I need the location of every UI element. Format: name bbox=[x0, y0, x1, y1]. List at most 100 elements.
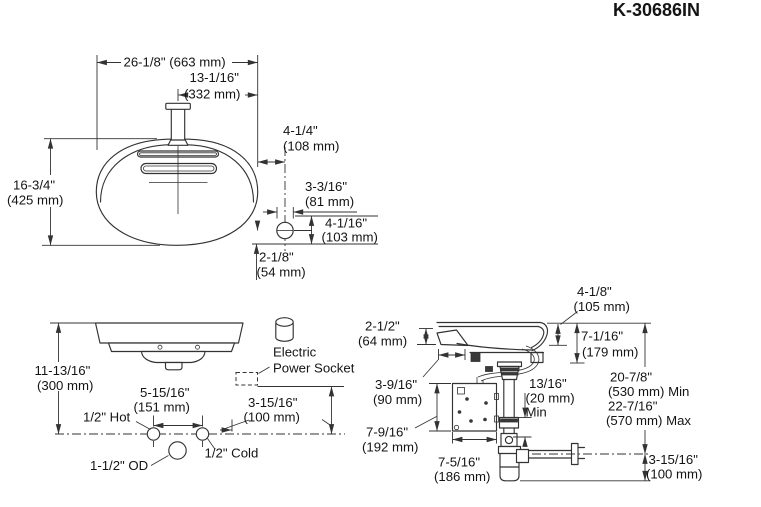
dim-label-boxh-mm: (192 mm) bbox=[362, 440, 418, 455]
faucet-stem bbox=[170, 108, 186, 141]
mount-tab bbox=[164, 361, 183, 371]
supply-hose-2 bbox=[480, 345, 540, 382]
overflow-slot bbox=[140, 162, 218, 175]
bracket-right bbox=[530, 351, 544, 364]
trap-collar bbox=[500, 432, 518, 448]
leader-od bbox=[150, 455, 169, 466]
label-electric-1: Electric bbox=[273, 345, 317, 360]
leader-offset bbox=[422, 359, 439, 378]
dim-label-engage-mm: (20 mm) bbox=[526, 391, 575, 406]
basin-outline bbox=[95, 138, 259, 246]
dim-label-rim-in: 4-1/8" bbox=[577, 284, 612, 299]
leader-socket-dim-right bbox=[321, 419, 332, 427]
leader-box-height bbox=[414, 416, 437, 429]
basin-underside bbox=[456, 342, 533, 351]
label-hot: 1/2" Hot bbox=[83, 410, 131, 425]
label-electric-2: Power Socket bbox=[273, 361, 355, 376]
dim-label-edge-mm: (108 mm) bbox=[283, 139, 339, 154]
dim-label-drain-dia-mm: (81 mm) bbox=[305, 194, 354, 209]
coupling-band bbox=[500, 418, 518, 423]
dim-label-hmin-mm: (530 mm) Min bbox=[608, 384, 689, 399]
dim-label-rim-mm: (105 mm) bbox=[574, 299, 630, 314]
dim-label-height-in: 16-3/4" bbox=[13, 178, 55, 193]
leader-cold bbox=[207, 438, 215, 449]
leader-hot bbox=[135, 421, 151, 430]
dim-label-width: 26-1/8" (663 mm) bbox=[124, 55, 226, 70]
supply-hose-1 bbox=[477, 348, 535, 378]
model-number: K-30686IN bbox=[613, 0, 700, 20]
dim-label-lip-mm: (64 mm) bbox=[358, 334, 407, 349]
dim-label-outlet-in: 3-15/16" bbox=[649, 452, 699, 467]
box-dot-5 bbox=[483, 417, 487, 422]
box-dot-3 bbox=[469, 419, 473, 423]
dim-label-spread-in: 5-15/16" bbox=[140, 385, 190, 400]
screw-left bbox=[157, 344, 163, 350]
box-tab-1 bbox=[494, 393, 499, 400]
dim-label-depth-in: 7-1/16" bbox=[581, 329, 623, 344]
basin-front-lip bbox=[436, 329, 469, 347]
dim-label-depth-mm: (179 mm) bbox=[582, 345, 638, 360]
dim-label-hmax-in: 22-7/16" bbox=[608, 399, 658, 414]
box-corner-hole bbox=[453, 424, 460, 431]
cold-supply-hole bbox=[195, 427, 210, 441]
drain-od-hole bbox=[168, 441, 187, 460]
dim-label-outlet-mm: (100 mm) bbox=[646, 467, 702, 482]
dim-label-socket-in: 3-15/16" bbox=[248, 395, 298, 410]
dim-label-boxw-in: 7-5/16" bbox=[438, 455, 480, 470]
leader-socket-dim-left bbox=[220, 419, 250, 431]
dim-label-offset-in: 3-9/16" bbox=[375, 377, 417, 392]
dim-label-spread-mm: (151 mm) bbox=[134, 400, 190, 415]
faucet-cap bbox=[165, 102, 191, 110]
control-box bbox=[451, 382, 498, 432]
bracket-left bbox=[470, 352, 481, 362]
dim-label-engage-in: 13/16" bbox=[529, 376, 567, 391]
socket-symbol-top bbox=[275, 317, 294, 327]
cleanout-hole bbox=[504, 435, 514, 445]
box-tab-2 bbox=[494, 415, 499, 423]
dim-label-drain-b-in: 2-1/8" bbox=[259, 250, 294, 265]
trap-cup bbox=[499, 466, 520, 482]
basin-rim-left bbox=[99, 144, 172, 203]
dim-label-socket-mm: (100 mm) bbox=[244, 410, 300, 425]
strainer-band-2 bbox=[501, 372, 519, 376]
mounting-view: 11-13/16" (300 mm) 5-15/16" (151 mm) 1/2… bbox=[35, 317, 355, 473]
mount-strip bbox=[107, 342, 236, 353]
waste-elbow bbox=[515, 448, 530, 464]
mount-bracket bbox=[140, 350, 206, 364]
front-view: 26-1/8" (663 mm) 13-1/16" (332 mm) 4-1/4… bbox=[7, 55, 378, 280]
bracket-screw bbox=[485, 366, 493, 372]
dim-label-drain-h-in: 4-1/16" bbox=[325, 216, 367, 231]
dim-label-spout-mm: (332 mm) bbox=[184, 87, 240, 102]
side-view: 2-1/2" (64 mm) 4-1/8" (105 mm) 7-1/16" (… bbox=[358, 284, 702, 484]
coupling-nut bbox=[498, 416, 520, 429]
basin-right-inner bbox=[530, 325, 545, 349]
box-switch bbox=[457, 387, 465, 395]
dim-label-hmax-mm: (570 mm) Max bbox=[606, 413, 691, 428]
dim-label-drain-dia-in: 3-3/16" bbox=[305, 179, 347, 194]
overflow-slot-inner bbox=[143, 165, 215, 172]
leader-rim bbox=[560, 311, 578, 325]
sink-slab bbox=[94, 322, 244, 344]
screw-right bbox=[195, 344, 200, 350]
basin-right-outer bbox=[531, 321, 549, 352]
dim-label-boxh-in: 7-9/16" bbox=[366, 425, 408, 440]
dim-label-height-mm: (425 mm) bbox=[7, 193, 63, 208]
dim-label-drain-h-mm: (103 mm) bbox=[322, 230, 378, 245]
dim-label-hmin-in: 20-7/8" bbox=[610, 370, 652, 385]
leader-socket bbox=[258, 366, 270, 374]
strainer-plate bbox=[496, 361, 523, 368]
dim-label-mheight-mm: (300 mm) bbox=[37, 378, 93, 393]
socket-symbol-body bbox=[275, 322, 294, 342]
box-dot-4 bbox=[484, 401, 488, 405]
dim-label-mheight-in: 11-13/16" bbox=[35, 363, 91, 378]
dim-label-edge-in: 4-1/4" bbox=[283, 123, 318, 138]
dim-label-spout-in: 13-1/16" bbox=[190, 70, 240, 85]
strainer-band-1 bbox=[500, 367, 520, 372]
dim-label-drain-b-mm: (54 mm) bbox=[257, 265, 306, 280]
basin-rim-right bbox=[184, 144, 255, 203]
box-dot-2 bbox=[457, 410, 462, 414]
dim-label-boxw-mm: (186 mm) bbox=[434, 469, 490, 484]
socket-dashed-box bbox=[235, 372, 258, 386]
